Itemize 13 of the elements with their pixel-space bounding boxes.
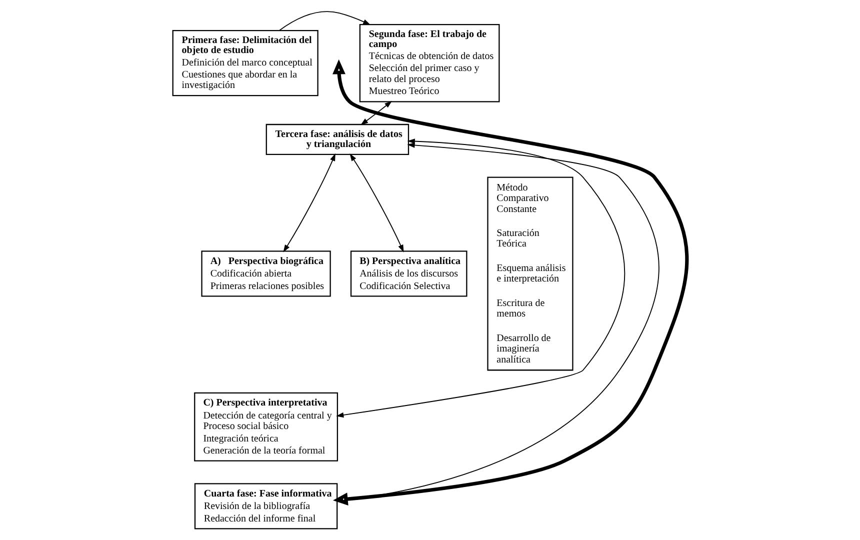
node-box: Tercera fase: análisis de datos y triangulación: [266, 124, 410, 156]
node-box: Primera fase: Delimitación del objeto de estudio Definición del marco conceptual Cuestiones que abordar en la investigación: [172, 30, 318, 96]
node-box: Cuarta fase: Fase informativa Revisión de la bibliografía Redacción del informe final: [194, 483, 338, 530]
node-box: Método Comparativo Constante Saturación Teórica Esquema análisis e interpretación Escritura de memos Desarrollo de imaginería analítica: [487, 176, 574, 371]
node-box: C) Perspectiva interpretativa Detección de categoría central y Proceso social básico Integración teórica Generación de la teoría formal: [194, 392, 338, 462]
node-box: A) Perspectiva biográfica Codificación abierta Primeras relaciones posibles: [201, 250, 331, 297]
arrow: [336, 138, 626, 418]
arrow: [278, 11, 371, 32]
node-box: B) Perspectiva analítica Análisis de los discursos Codificación Selectiva: [350, 250, 468, 297]
arrow: [283, 153, 336, 252]
arrow: [350, 154, 404, 252]
node-box: Segunda fase: El trabajo de campo Técnicas de obtención de datos Selección del primer caso y relato del proceso Muestreo Teórico: [359, 24, 500, 102]
arrow: [360, 100, 392, 126]
